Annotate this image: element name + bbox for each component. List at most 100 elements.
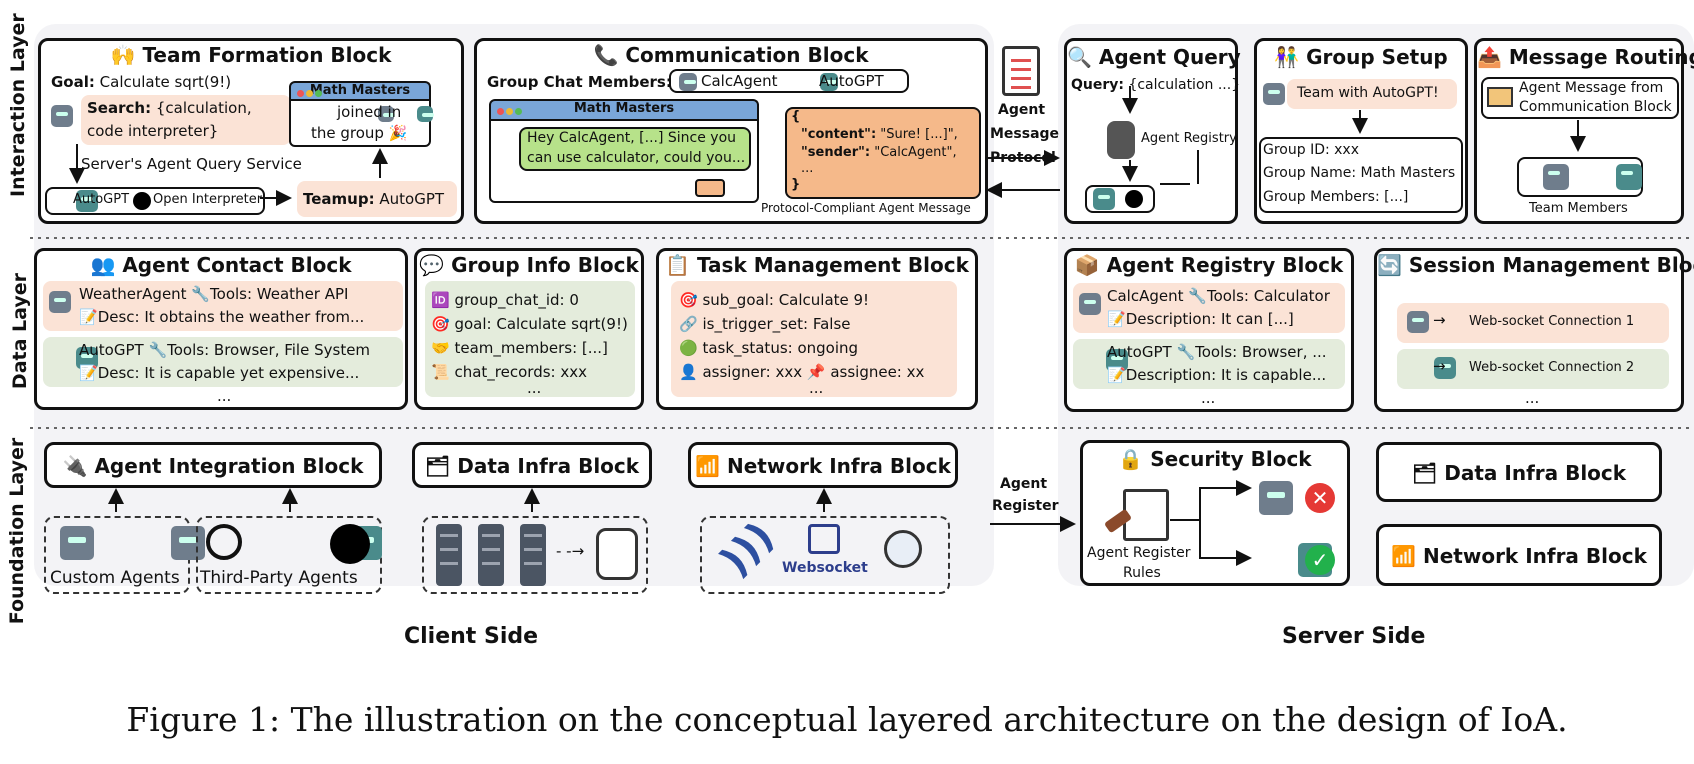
refresh-icon: 🔄 — [1377, 253, 1409, 277]
target-icon: 🎯 — [431, 315, 450, 333]
group-details-box — [1259, 137, 1463, 213]
agent-robot-icon-3 — [378, 106, 396, 122]
session-row-1 — [1397, 303, 1669, 343]
task-management-block: 📋 Task Management Block 🎯 sub_goal: Calc… — [656, 248, 978, 410]
autogpt-icon — [76, 190, 99, 212]
group-info-f1: 🆔 group_chat_id: 0 — [431, 291, 579, 309]
link-icon: 🔗 — [679, 315, 698, 333]
envelope-icon — [1487, 87, 1513, 107]
group-name: Group Name: Math Masters — [1263, 165, 1456, 181]
session-arrow-2: → — [1433, 357, 1446, 375]
result-agent-1: AutoGPT — [73, 192, 130, 207]
json-message-box — [785, 107, 981, 199]
search-line-2: code interpreter} — [87, 122, 219, 140]
rules-label-2: Rules — [1123, 565, 1161, 581]
reject-icon: ✕ — [1305, 483, 1335, 513]
task-more: ... — [809, 379, 824, 397]
agent-register-2: Register — [992, 498, 1059, 514]
package-icon: 📦 — [1074, 253, 1107, 277]
teamup-line: Teamup: AutoGPT — [303, 190, 445, 208]
communication-block: 📞 Communication Block Group Chat Members… — [474, 38, 988, 224]
signal-icon: 📶 — [695, 454, 727, 478]
calcagent-icon-5 — [1079, 293, 1101, 315]
party-icon: 🎉 — [388, 124, 408, 142]
openai-icon — [206, 524, 242, 560]
chat-line-2: can use calculator, could you... — [527, 150, 746, 166]
id-icon: 🆔 — [431, 291, 450, 309]
task-f1: 🎯 sub_goal: Calculate 9! — [679, 291, 870, 309]
contact-2-desc: 📝Desc: It is capable yet expensive... — [79, 364, 360, 382]
member-2: AutoGPT — [819, 72, 884, 90]
registry-1-name: CalcAgent 🔧Tools: Calculator — [1107, 287, 1330, 305]
wrench-icon: 🔧 — [191, 285, 211, 303]
group-window-header: Math Masters — [289, 81, 431, 101]
json-close: } — [791, 177, 801, 192]
search-line-1: Search: {calculation, — [87, 99, 252, 117]
autogpt-icon-3 — [820, 72, 839, 91]
query-service-label: Server's Agent Query Service — [81, 155, 302, 173]
protocol-line-1: Agent — [998, 102, 1046, 118]
calcagent-icon-6 — [1407, 311, 1429, 333]
session-management-block: 🔄 Session Management Block → Web-socket … — [1374, 248, 1694, 412]
contact-1-name: WeatherAgent 🔧Tools: Weather API — [79, 285, 349, 303]
json-ellipsis: ... — [801, 161, 814, 176]
result-agent-2: Open Interpreter — [153, 192, 263, 207]
agent-query-block: 🔍 Agent Query Query: {calculation ...} A… — [1064, 38, 1241, 224]
group-info-block: 💬 Group Info Block 🆔 group_chat_id: 0 🎯 … — [414, 248, 644, 410]
registry-label: Agent Registry — [1141, 131, 1237, 146]
group-info-title: 💬 Group Info Block — [419, 253, 639, 277]
wrench-icon-3: 🔧 — [1188, 287, 1207, 305]
memo-icon-4: 📝 — [1107, 366, 1126, 384]
team-formation-title: 🙌 Team Formation Block — [110, 43, 392, 67]
registry-2-desc: 📝Description: It is capable... — [1107, 366, 1327, 384]
task-f3: 🟢 task_status: ongoing — [679, 339, 859, 357]
agent-robot-icon-4 — [1263, 83, 1285, 105]
clipboard-icon — [1002, 46, 1040, 96]
server-icon-2 — [478, 524, 504, 586]
registry-more: ... — [1201, 389, 1216, 407]
weather-agent-icon — [49, 291, 71, 313]
message-routing-title: 📤 Message Routing — [1477, 45, 1694, 69]
agent-robot-icon — [51, 105, 73, 127]
server-data-infra-title: 🗂 Data Infra Block — [1411, 461, 1627, 485]
database-icon-2 — [596, 528, 638, 580]
network-infra-block: 📶 Network Infra Block — [688, 442, 958, 488]
session-conn-2: Web-socket Connection 2 — [1469, 360, 1635, 375]
green-circle-icon: 🟢 — [679, 339, 698, 357]
contact-2-name: AutoGPT 🔧Tools: Browser, File System — [79, 341, 371, 359]
group-info-f3: 🤝 team_members: [...] — [431, 339, 608, 357]
autogpt-icon-2 — [417, 106, 435, 122]
members-label: Group Chat Members: — [487, 73, 672, 91]
third-party-label: Third-Party Agents — [200, 568, 358, 588]
member-1: CalcAgent — [701, 72, 778, 90]
agent-registry-title: 📦 Agent Registry Block — [1074, 253, 1344, 277]
teamup-box — [297, 181, 457, 217]
routed-message-1: Agent Message from — [1519, 80, 1664, 96]
communication-title: 📞 Communication Block — [593, 43, 869, 67]
autogpt-icon-9 — [1434, 357, 1457, 379]
rejected-agent-icon — [1259, 481, 1293, 515]
autogpt-icon-5 — [1093, 188, 1115, 210]
joined-line-1: joined in — [337, 103, 402, 121]
contact-more: ... — [217, 387, 232, 405]
session-conn-1: Web-socket Connection 1 — [1469, 314, 1635, 329]
contact-1-desc: 📝Desc: It obtains the weather from... — [79, 308, 365, 326]
members-box — [669, 69, 909, 93]
group-window-body — [289, 99, 431, 147]
server-data-infra-block: 🗂 Data Infra Block — [1376, 442, 1662, 502]
security-title: 🔒 Security Block — [1118, 447, 1312, 471]
contact-card-2 — [43, 337, 403, 387]
data-infra-group — [422, 516, 648, 594]
people-icon: 👥 — [90, 253, 123, 277]
agent-register-1: Agent — [1000, 476, 1048, 492]
team-members-label: Team Members — [1529, 201, 1628, 216]
registry-1-desc: 📝Description: It can [...] — [1107, 310, 1294, 328]
group-setup-title: 👫 Group Setup — [1274, 45, 1448, 69]
team-formation-block: 🙌 Team Formation Block Goal: Calculate s… — [38, 38, 464, 224]
session-more: ... — [1525, 389, 1540, 407]
autogpt-icon-7 — [76, 347, 99, 369]
task-f4: 👤 assigner: xxx 📌 assignee: xx — [679, 363, 925, 381]
json-open: { — [791, 109, 801, 124]
group-info-f2: 🎯 goal: Calculate sqrt(9!) — [431, 315, 628, 333]
chat-bubble — [519, 127, 751, 171]
